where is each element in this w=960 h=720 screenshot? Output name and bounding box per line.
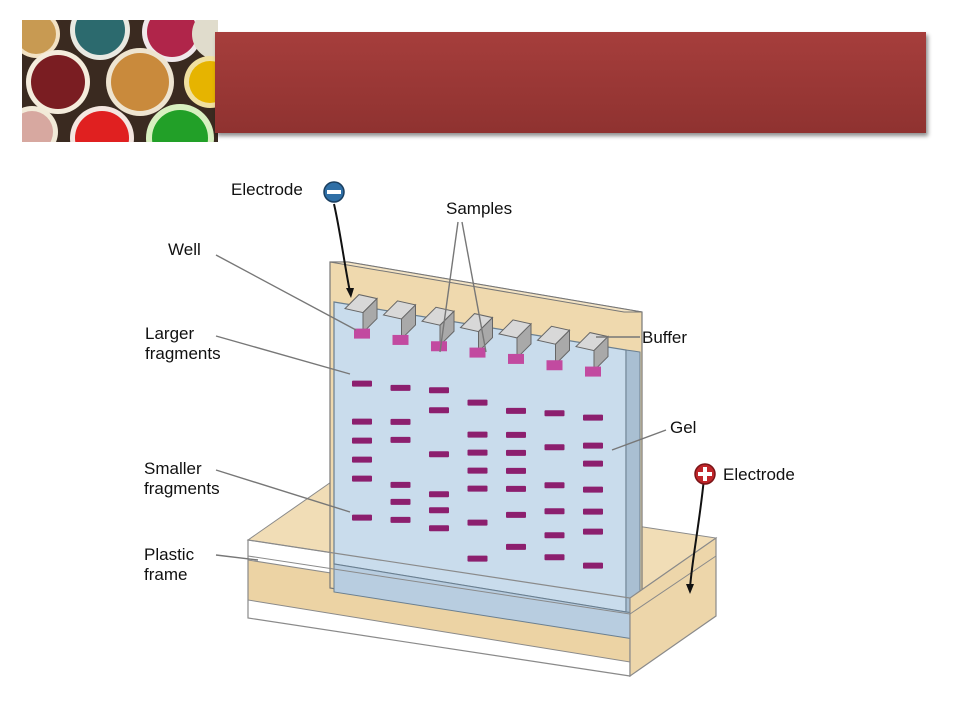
well [585, 366, 601, 377]
dna-band [467, 449, 488, 456]
minus-circle-icon [323, 181, 345, 203]
comb-tooth-side [439, 310, 455, 347]
plus-circle-icon [694, 463, 716, 485]
dna-band [352, 456, 372, 463]
dna-band [544, 532, 565, 539]
dna-band [544, 410, 565, 417]
dna-band [429, 387, 449, 394]
dna-bands-group [352, 380, 603, 569]
dna-band [506, 431, 526, 438]
well [431, 341, 447, 352]
dna-band [583, 442, 603, 449]
dna-band [506, 511, 526, 518]
dna-band [467, 555, 488, 562]
well [508, 353, 524, 364]
dna-band [467, 467, 488, 474]
dna-band [544, 444, 565, 451]
dna-band [583, 562, 603, 569]
dna-band [583, 460, 603, 467]
samples-label: Samples [446, 199, 513, 218]
dna-band [583, 528, 603, 535]
plastic-frame-label: Plastic frame [144, 545, 194, 585]
comb-tooth-side [401, 303, 416, 341]
dna-band [583, 486, 603, 493]
electrode-positive-label: Electrode [723, 465, 795, 484]
well [354, 328, 370, 339]
negative-electrode-wire [333, 203, 351, 293]
dna-band [467, 519, 488, 526]
buffer-label: Buffer [642, 328, 688, 347]
dna-band [544, 482, 565, 489]
comb-tooth-side [478, 316, 493, 353]
plastic-frame-line2: frame [144, 565, 188, 585]
well [546, 360, 563, 371]
dna-band [583, 414, 603, 421]
leader-lines [215, 221, 667, 561]
dna-band [352, 514, 372, 521]
dna-band [429, 451, 449, 458]
dna-band [467, 399, 488, 406]
dna-band [352, 380, 372, 387]
dna-band [390, 436, 411, 443]
dna-band [390, 418, 411, 425]
dna-band [429, 525, 449, 532]
dna-band [390, 516, 411, 523]
well [392, 334, 409, 345]
dna-band [467, 485, 488, 492]
gel-edge [625, 349, 641, 615]
buffer-tank-right [629, 536, 717, 678]
dna-band [467, 431, 488, 438]
dna-band [390, 481, 411, 488]
positive-electrode-wire [689, 477, 705, 589]
dna-band [506, 485, 526, 492]
electrode-negative-label: Electrode [231, 180, 303, 199]
dna-band [544, 554, 565, 561]
dna-band [390, 498, 411, 505]
well [469, 347, 486, 358]
dna-band [583, 508, 603, 515]
smaller-fragments-label: Smaller fragments [144, 459, 220, 499]
dna-band [544, 508, 565, 515]
dna-band [506, 467, 526, 474]
smaller-fragments-line2: fragments [144, 479, 220, 499]
comb-tooth-side [516, 322, 532, 360]
buffer-back-wall-top [329, 261, 643, 313]
smaller-fragments-line1: Smaller [144, 459, 202, 478]
dna-band [506, 449, 526, 456]
dna-band [352, 418, 372, 425]
dna-band [429, 507, 449, 514]
dna-band [429, 491, 449, 498]
comb-tooth-side [593, 335, 609, 372]
plastic-frame-line1: Plastic [144, 545, 195, 564]
comb-tooth-side [362, 297, 378, 334]
dna-band [352, 437, 372, 444]
larger-fragments-line1: Larger [145, 324, 195, 343]
dna-band [390, 384, 411, 391]
dna-band [506, 407, 526, 414]
dna-band [429, 407, 449, 414]
gel-label: Gel [670, 418, 697, 437]
title-banner [215, 32, 926, 133]
larger-fragments-line2: fragments [145, 344, 221, 364]
larger-fragments-label: Larger fragments [145, 324, 221, 364]
dna-band [352, 475, 372, 482]
comb-tooth-side [555, 329, 570, 366]
dna-band [506, 543, 526, 550]
well-label: Well [168, 240, 201, 259]
